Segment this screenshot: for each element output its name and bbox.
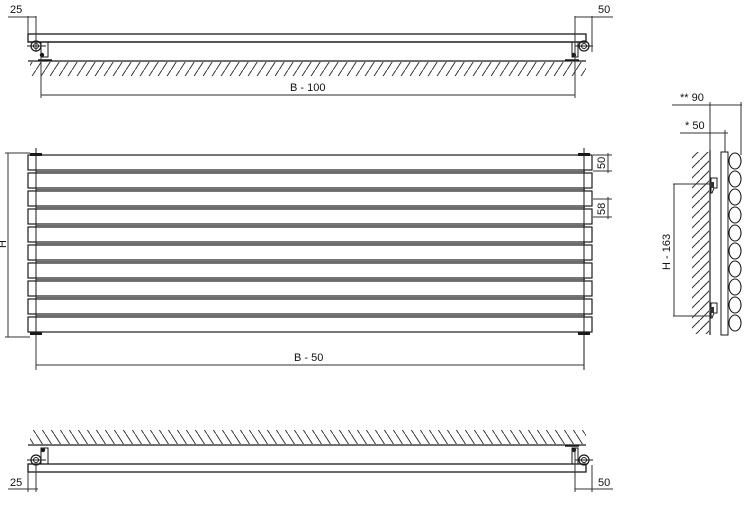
bottom-right-offset-label: 50 [598, 477, 610, 489]
depth-max-label: ** 90 [680, 92, 704, 104]
top-panel [27, 33, 587, 43]
top-view: 25 50 B - 100 [8, 4, 613, 98]
front-height-label: H [0, 240, 9, 248]
top-right-offset-label: 50 [598, 4, 610, 16]
panels [27, 154, 593, 333]
front-width-label: B - 50 [294, 352, 323, 364]
front-view: H 50 58 B - 50 [0, 148, 612, 370]
bottom-view: 25 50 [8, 430, 613, 492]
bracket-icon [571, 447, 579, 464]
bottom-panel [27, 463, 587, 473]
tubes [728, 152, 742, 332]
panel-height-label: 50 [596, 157, 608, 169]
wall-hatch [30, 62, 586, 76]
bracket-spacing-label: H - 163 [661, 234, 673, 270]
depth-min-label: * 50 [685, 120, 705, 132]
top-left-offset-label: 25 [10, 4, 22, 16]
panel-pitch-label: 58 [596, 203, 608, 215]
wall-hatch [30, 430, 586, 444]
side-view: ** 90 * 50 H - 163 [661, 92, 742, 336]
bracket-icon [40, 447, 49, 464]
wall-hatch [692, 152, 709, 334]
bracket-icon [40, 42, 49, 58]
top-width-label: B - 100 [290, 82, 325, 94]
bottom-left-offset-label: 25 [10, 477, 22, 489]
